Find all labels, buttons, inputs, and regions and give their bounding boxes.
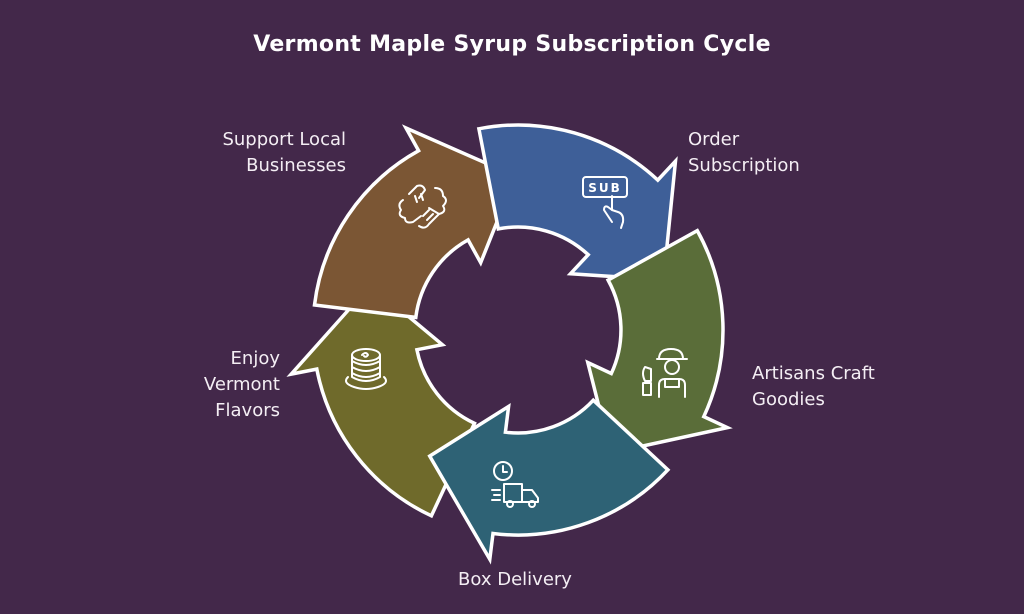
- step-label-order-subscription: Order Subscription: [688, 127, 800, 179]
- handshake-icon: [398, 184, 447, 229]
- label-line: Subscription: [688, 155, 800, 176]
- subscribe-button-icon: SUB: [582, 176, 628, 229]
- label-line: Artisans Craft: [752, 363, 875, 384]
- diagram-title: Vermont Maple Syrup Subscription Cycle: [253, 32, 771, 57]
- ring-center: [415, 227, 621, 433]
- arrow-order-subscription: [476, 123, 678, 282]
- step-label-support-local: Support Local Businesses: [190, 127, 346, 179]
- label-line: Support Local: [222, 129, 346, 150]
- arrow-support-local: [312, 124, 518, 320]
- label-line: Businesses: [246, 155, 346, 176]
- label-line: Flavors: [215, 400, 280, 421]
- step-label-artisans-craft: Artisans Craft Goodies: [752, 361, 875, 413]
- label-line: Vermont: [203, 374, 280, 395]
- label-line: Enjoy: [230, 348, 280, 369]
- arrow-box-delivery: [427, 397, 671, 565]
- artisan-icon: [642, 348, 688, 398]
- arrow-artisans-craft: [585, 228, 733, 456]
- label-line: Order: [688, 129, 740, 150]
- pancakes-icon: [345, 348, 387, 390]
- label-line: Box Delivery: [458, 569, 572, 590]
- sub-icon-text: SUB: [588, 181, 622, 195]
- label-line: Goodies: [752, 389, 825, 410]
- step-label-box-delivery: Box Delivery: [415, 567, 615, 593]
- arrow-enjoy-flavors: [286, 282, 477, 519]
- delivery-truck-icon: [491, 461, 539, 508]
- step-label-enjoy-flavors: Enjoy Vermont Flavors: [160, 346, 280, 424]
